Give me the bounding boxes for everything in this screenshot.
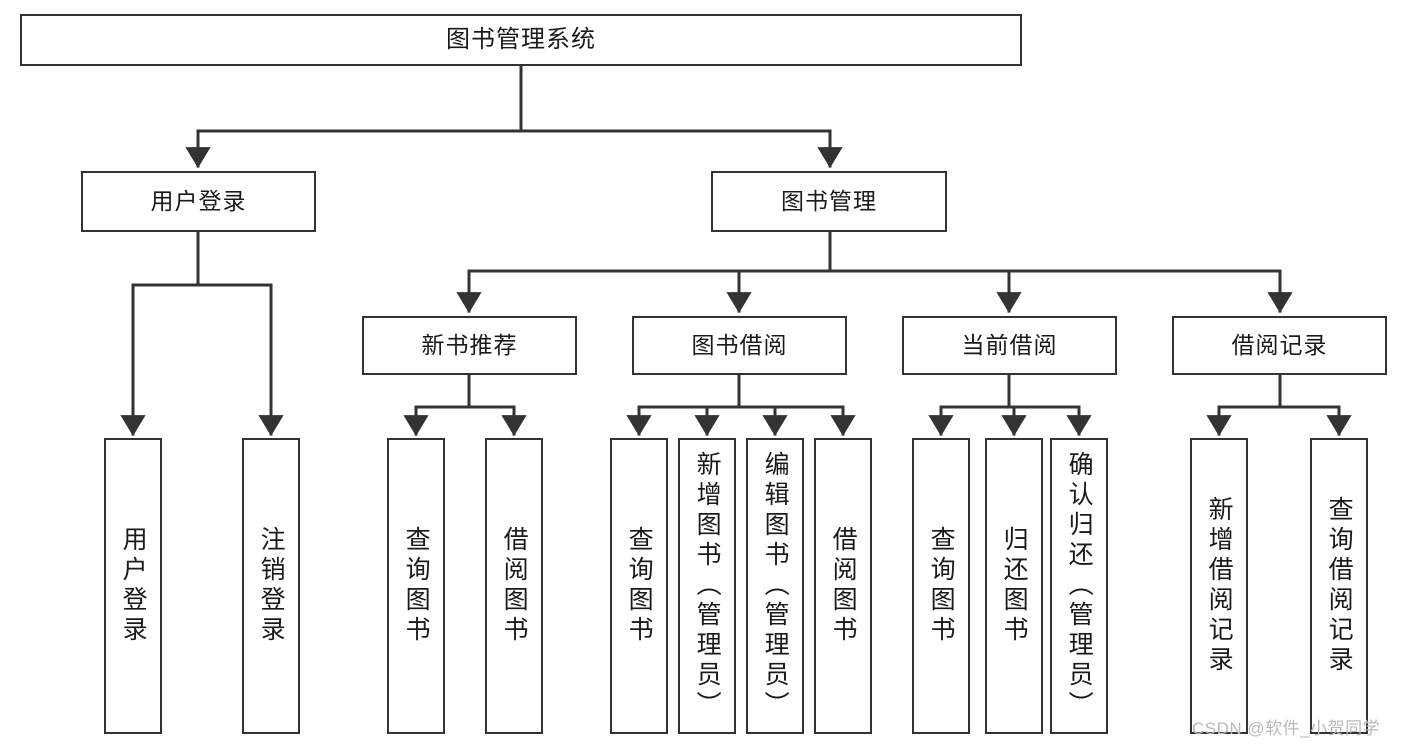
- node-leaf-query-books-current-label: 查询图书: [927, 526, 956, 646]
- node-user-login[interactable]: 用户登录: [81, 171, 316, 232]
- node-leaf-edit-book-admin-label: 编辑图书（管理员）: [761, 451, 790, 721]
- node-leaf-add-book-admin[interactable]: 新增图书（管理员）: [678, 438, 736, 734]
- node-leaf-query-books-borrow[interactable]: 查询图书: [610, 438, 668, 734]
- node-leaf-query-books-current[interactable]: 查询图书: [912, 438, 970, 734]
- node-leaf-return-books[interactable]: 归还图书: [985, 438, 1043, 734]
- node-new-book-recommendation-label: 新书推荐: [421, 331, 518, 358]
- node-leaf-query-borrow-record[interactable]: 查询借阅记录: [1310, 438, 1368, 734]
- node-leaf-add-book-admin-label: 新增图书（管理员）: [693, 451, 722, 721]
- node-leaf-query-books-new-label: 查询图书: [402, 526, 431, 646]
- node-root-label: 图书管理系统: [446, 25, 596, 53]
- node-book-management-label: 图书管理: [781, 187, 877, 214]
- node-user-login-label: 用户登录: [150, 187, 247, 214]
- node-book-management[interactable]: 图书管理: [711, 171, 947, 232]
- node-leaf-edit-book-admin[interactable]: 编辑图书（管理员）: [746, 438, 804, 734]
- node-current-borrow[interactable]: 当前借阅: [902, 316, 1117, 375]
- node-root[interactable]: 图书管理系统: [20, 14, 1022, 66]
- node-book-borrow-label: 图书借阅: [691, 331, 788, 358]
- node-leaf-logout-login[interactable]: 注销登录: [242, 438, 300, 734]
- node-leaf-logout-login-label: 注销登录: [257, 526, 286, 646]
- node-leaf-borrow-books-new-label: 借阅图书: [500, 526, 529, 646]
- node-borrow-record-label: 借阅记录: [1231, 331, 1328, 358]
- node-leaf-query-borrow-record-label: 查询借阅记录: [1325, 496, 1354, 676]
- node-leaf-user-login-label: 用户登录: [119, 526, 148, 646]
- node-leaf-return-books-label: 归还图书: [1000, 526, 1029, 646]
- node-leaf-query-books-new[interactable]: 查询图书: [387, 438, 445, 734]
- node-book-borrow[interactable]: 图书借阅: [632, 316, 847, 375]
- node-leaf-borrow-books-label: 借阅图书: [829, 526, 858, 646]
- node-current-borrow-label: 当前借阅: [961, 331, 1058, 358]
- node-leaf-query-books-borrow-label: 查询图书: [625, 526, 654, 646]
- node-leaf-user-login[interactable]: 用户登录: [104, 438, 162, 734]
- node-leaf-borrow-books[interactable]: 借阅图书: [814, 438, 872, 734]
- node-borrow-record[interactable]: 借阅记录: [1172, 316, 1387, 375]
- node-new-book-recommendation[interactable]: 新书推荐: [362, 316, 577, 375]
- node-leaf-add-borrow-record[interactable]: 新增借阅记录: [1190, 438, 1248, 734]
- node-leaf-borrow-books-new[interactable]: 借阅图书: [485, 438, 543, 734]
- node-leaf-confirm-return-admin-label: 确认归还（管理员）: [1065, 451, 1094, 721]
- watermark-credit: CSDN @软件_小贺同学: [1192, 719, 1381, 738]
- node-leaf-add-borrow-record-label: 新增借阅记录: [1205, 496, 1234, 676]
- node-leaf-confirm-return-admin[interactable]: 确认归还（管理员）: [1050, 438, 1108, 734]
